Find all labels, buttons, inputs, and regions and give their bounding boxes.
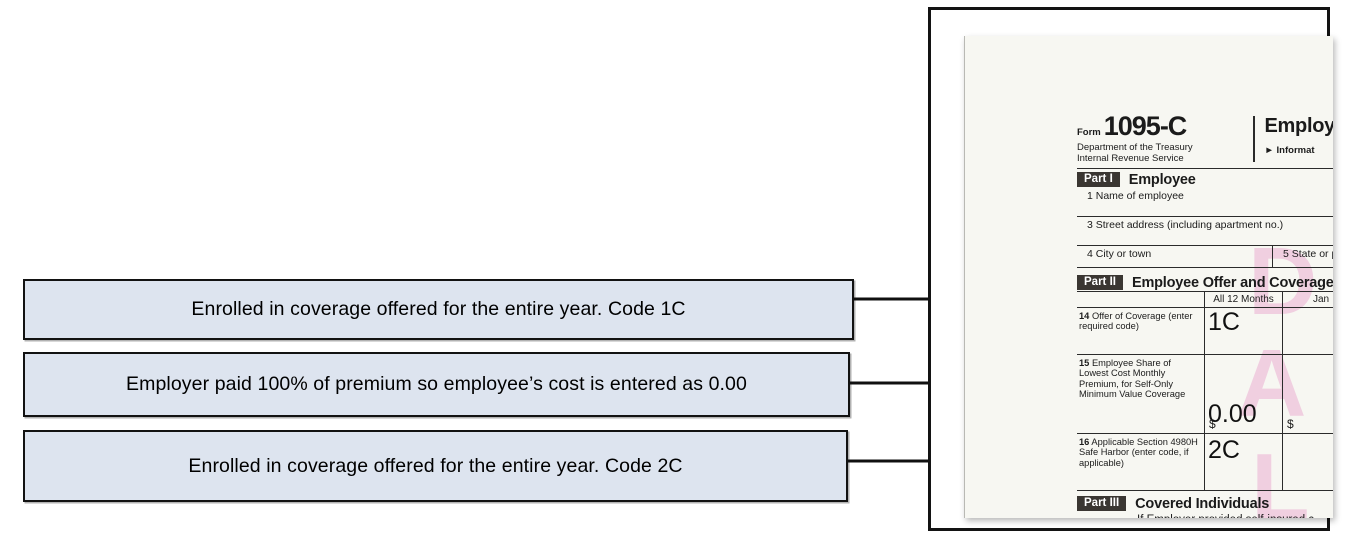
callout-box-line-15: Employer paid 100% of premium so employe… — [23, 352, 850, 417]
line-15-jan-dollar: $ — [1287, 416, 1294, 431]
form-row-line-15: 15 Employee Share of Lowest Cost Monthly… — [1077, 354, 1333, 434]
line-16-caption-text: Applicable Section 4980H Safe Harbor (en… — [1079, 436, 1198, 468]
line-15-number: 15 — [1079, 357, 1090, 368]
callout-box-line-14: Enrolled in coverage offered for the ent… — [23, 279, 854, 340]
form-masthead: Form 1095-C Department of the Treasury I… — [1077, 111, 1334, 164]
header-spacer — [1077, 292, 1204, 307]
line-14-jan[interactable] — [1282, 307, 1333, 354]
part-3-title: Covered Individuals — [1135, 495, 1270, 512]
form-field-1-name[interactable]: 1 Name of employee — [1077, 188, 1333, 217]
callout-text: Employer paid 100% of premium so employe… — [126, 373, 747, 395]
line-15-jan[interactable]: $ — [1282, 354, 1333, 433]
part-3-note: If Employer provided self-insured c — [1077, 512, 1333, 518]
part-2-header: Part II Employee Offer and Coverage — [1077, 272, 1333, 291]
part-1-badge: Part I — [1077, 172, 1120, 188]
form-subtitle: ► Informat — [1264, 145, 1315, 156]
column-header-jan: Jan — [1282, 291, 1333, 307]
form-row-line-14: 14 Offer of Coverage (enter required cod… — [1077, 307, 1333, 355]
line-16-all-12-months-value: 2C — [1208, 435, 1240, 464]
part-1-header: Part I Employee — [1077, 167, 1333, 188]
form-row-line-16: 16 Applicable Section 4980H Safe Harbor … — [1077, 433, 1333, 491]
form-field-3-label: 3 Street address (including apartment no… — [1087, 218, 1284, 231]
scanned-form-page: D A L Form 1095-C Department of the Trea… — [964, 36, 1333, 518]
column-header-all-12-months: All 12 Months — [1204, 291, 1282, 307]
line-15-all-12-months-dollar: $ — [1209, 416, 1216, 431]
callout-box-line-16: Enrolled in coverage offered for the ent… — [23, 430, 848, 502]
line-16-jan[interactable] — [1282, 433, 1333, 490]
part-2-title: Employee Offer and Coverage — [1131, 274, 1333, 291]
form-title: Employe — [1264, 115, 1334, 137]
line-16-all-12-months[interactable]: 2C — [1204, 433, 1282, 490]
masthead-divider — [1253, 116, 1255, 162]
part-1-title: Employee — [1128, 171, 1196, 188]
line-14-caption-text: Offer of Coverage (enter required code) — [1079, 310, 1193, 332]
form-field-4-label: 4 City or town — [1087, 247, 1152, 260]
form-identity: Form 1095-C Department of the Treasury I… — [1077, 111, 1253, 164]
form-field-1-label: 1 Name of employee — [1087, 189, 1184, 202]
form-1095c: Form 1095-C Department of the Treasury I… — [1077, 111, 1334, 518]
form-field-5-label: 5 State or province — [1283, 247, 1333, 260]
line-14-caption: 14 Offer of Coverage (enter required cod… — [1077, 308, 1204, 354]
callout-text: Enrolled in coverage offered for the ent… — [188, 454, 683, 477]
part-2-grid: All 12 Months Jan F 14 Offer of Coverage… — [1077, 290, 1333, 491]
line-15-caption: 15 Employee Share of Lowest Cost Monthly… — [1077, 355, 1204, 433]
line-14-all-12-months[interactable]: 1C — [1204, 307, 1282, 354]
part-3-header: Part III Covered Individuals — [1077, 493, 1333, 512]
line-14-all-12-months-value: 1C — [1208, 307, 1240, 336]
form-field-3-street[interactable]: 3 Street address (including apartment no… — [1077, 217, 1333, 246]
line-16-caption: 16 Applicable Section 4980H Safe Harbor … — [1077, 434, 1204, 490]
form-title-block: Employe ► Informat — [1265, 114, 1334, 156]
line-16-number: 16 — [1079, 436, 1090, 447]
part-3-badge: Part III — [1077, 496, 1127, 512]
form-field-4-city[interactable]: 4 City or town — [1077, 245, 1273, 267]
form-field-4-5-row: 4 City or town 5 State or province — [1077, 245, 1333, 268]
line-15-all-12-months[interactable]: $ 0.00 — [1204, 354, 1282, 433]
department-line-2: Internal Revenue Service — [1077, 152, 1184, 164]
part-2-badge: Part II — [1077, 275, 1123, 291]
line-15-all-12-months-value: 0.00 — [1208, 399, 1257, 428]
line-15-caption-text: Employee Share of Lowest Cost Monthly Pr… — [1079, 357, 1186, 400]
form-field-5-state[interactable]: 5 State or province — [1273, 246, 1333, 267]
form-number-row: Form 1095-C — [1077, 111, 1247, 141]
part-2-column-headers: All 12 Months Jan F — [1077, 291, 1333, 308]
line-14-number: 14 — [1079, 310, 1090, 321]
callout-text: Enrolled in coverage offered for the ent… — [191, 298, 686, 320]
form-word-label: Form — [1077, 127, 1101, 138]
form-department: Department of the Treasury Internal Reve… — [1077, 142, 1247, 164]
form-number: 1095-C — [1103, 111, 1188, 141]
department-line-1: Department of the Treasury — [1077, 141, 1193, 153]
